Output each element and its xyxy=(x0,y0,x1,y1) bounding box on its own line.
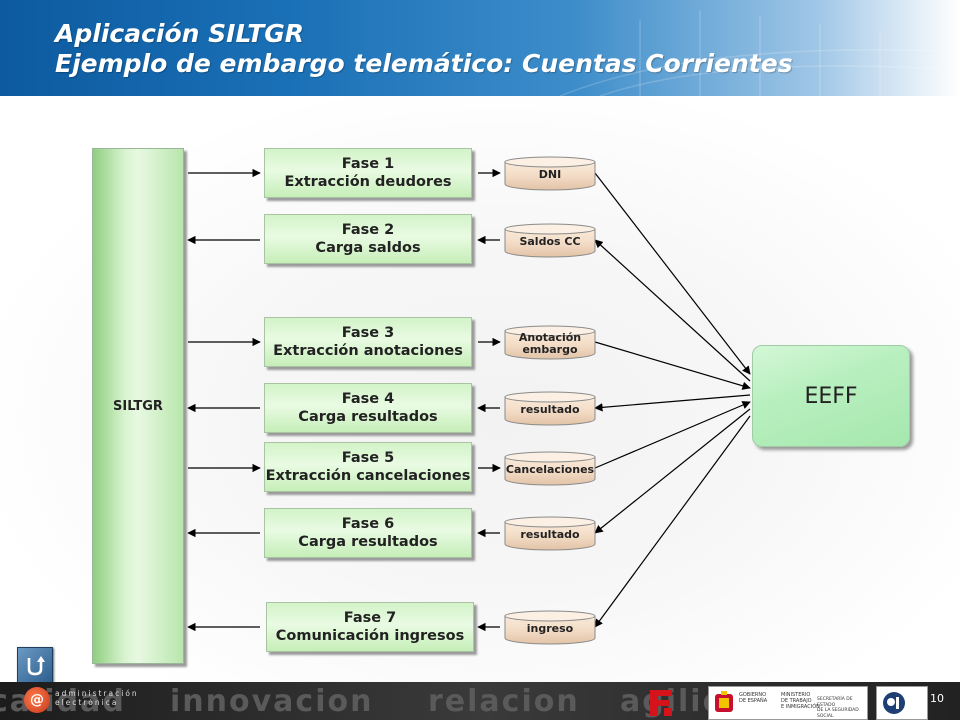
gov-text: GOBIERNO xyxy=(739,692,767,698)
phase-title: Fase 3 xyxy=(341,325,395,341)
footer-word: relacion xyxy=(428,684,580,719)
logo-text: administración xyxy=(55,689,139,698)
file-phase-arrows xyxy=(477,168,501,632)
phase-box-7: Fase 7 Comunicación ingresos xyxy=(266,602,474,652)
file-label: Anotación xyxy=(519,331,581,344)
siltgr-label: SILTGR xyxy=(113,398,163,414)
eeff-arrow xyxy=(594,401,751,469)
phase-title: Fase 2 xyxy=(341,222,395,238)
phase-description: Extracción cancelaciones xyxy=(265,468,471,484)
phase-box-2: Fase 2 Carga saldos xyxy=(264,214,472,264)
phase-box-3: Fase 3 Extracción anotaciones xyxy=(264,317,472,367)
file-label: ingreso xyxy=(527,622,574,635)
red-emblem-icon xyxy=(650,690,672,716)
phase-title: Fase 6 xyxy=(341,516,395,532)
phase-description: Carga resultados xyxy=(298,534,438,550)
administracion-electronica-logo: @ administración electrónica xyxy=(24,687,137,717)
file-cylinder: ingreso xyxy=(504,610,596,645)
phase-description: Extracción deudores xyxy=(284,174,452,190)
file-label: embargo xyxy=(522,343,578,356)
return-button[interactable] xyxy=(17,647,53,683)
gov-text: DE TRABAJO xyxy=(781,698,812,704)
phase-description: Extracción anotaciones xyxy=(273,343,463,359)
siltgr-system-box: SILTGR xyxy=(92,148,184,664)
eeff-file-arrows xyxy=(594,172,751,628)
phase-box-5: Fase 5 Extracción cancelaciones xyxy=(264,442,472,492)
header-decoration xyxy=(559,10,960,96)
return-arrow-icon xyxy=(27,656,45,676)
government-logo: GOBIERNO DE ESPAÑA MINISTERIO DE TRABAJO… xyxy=(708,686,868,720)
phase-title: Fase 5 xyxy=(341,450,395,466)
agency-emblem-icon xyxy=(883,692,905,714)
footer-word: innovacion xyxy=(170,684,374,719)
file-cylinder: resultado xyxy=(504,391,596,426)
phase-title: Fase 7 xyxy=(343,610,397,626)
page-title-line2: Ejemplo de embargo telemático: Cuentas C… xyxy=(55,49,793,78)
phase-title: Fase 1 xyxy=(341,156,395,172)
file-cylinder: Cancelaciones xyxy=(504,451,596,486)
logo-text: electrónica xyxy=(55,698,119,707)
agency-logo xyxy=(876,686,928,720)
file-label: resultado xyxy=(520,403,580,416)
gov-text: DE LA SEGURIDAD SOCIAL xyxy=(817,708,859,719)
eeff-arrow xyxy=(594,408,751,534)
coat-of-arms-icon xyxy=(715,691,733,712)
eeff-entity-box: EEFF xyxy=(752,345,910,447)
gov-text: E INMIGRACIÓN xyxy=(781,704,820,710)
file-label: resultado xyxy=(520,528,580,541)
page-number: 10 xyxy=(930,692,944,705)
file-label: DNI xyxy=(539,168,561,181)
gov-text: MINISTERIO xyxy=(781,692,811,698)
file-label: Cancelaciones xyxy=(506,463,595,476)
header-banner: Aplicación SILTGR Ejemplo de embargo tel… xyxy=(0,0,960,96)
footer-word: calidad xyxy=(0,684,126,719)
phase-box-6: Fase 6 Carga resultados xyxy=(264,508,472,558)
eeff-arrow xyxy=(594,341,751,390)
eeff-arrow xyxy=(594,239,751,382)
phase-title: Fase 4 xyxy=(341,391,395,407)
at-sign-icon: @ xyxy=(24,687,50,713)
eeff-arrow xyxy=(594,172,751,375)
gov-text: SECRETARÍA DE ESTADO xyxy=(817,697,853,708)
file-label: Saldos CC xyxy=(519,235,580,248)
file-cylinder: resultado xyxy=(504,516,596,551)
file-cylinder: Saldos CC xyxy=(504,223,596,258)
phase-description: Comunicación ingresos xyxy=(275,628,465,644)
phase-description: Carga saldos xyxy=(315,240,421,256)
eeff-label: EEFF xyxy=(804,383,858,409)
file-cylinder: DNI xyxy=(504,156,596,191)
page-title-line1: Aplicación SILTGR xyxy=(55,19,305,48)
gov-text: DE ESPAÑA xyxy=(739,698,768,704)
phase-box-1: Fase 1 Extracción deudores xyxy=(264,148,472,198)
eeff-arrow xyxy=(594,394,751,412)
siltgr-phase-arrows xyxy=(187,168,261,632)
eeff-arrow xyxy=(594,415,751,628)
phase-box-4: Fase 4 Carga resultados xyxy=(264,383,472,433)
phase-description: Carga resultados xyxy=(298,409,438,425)
